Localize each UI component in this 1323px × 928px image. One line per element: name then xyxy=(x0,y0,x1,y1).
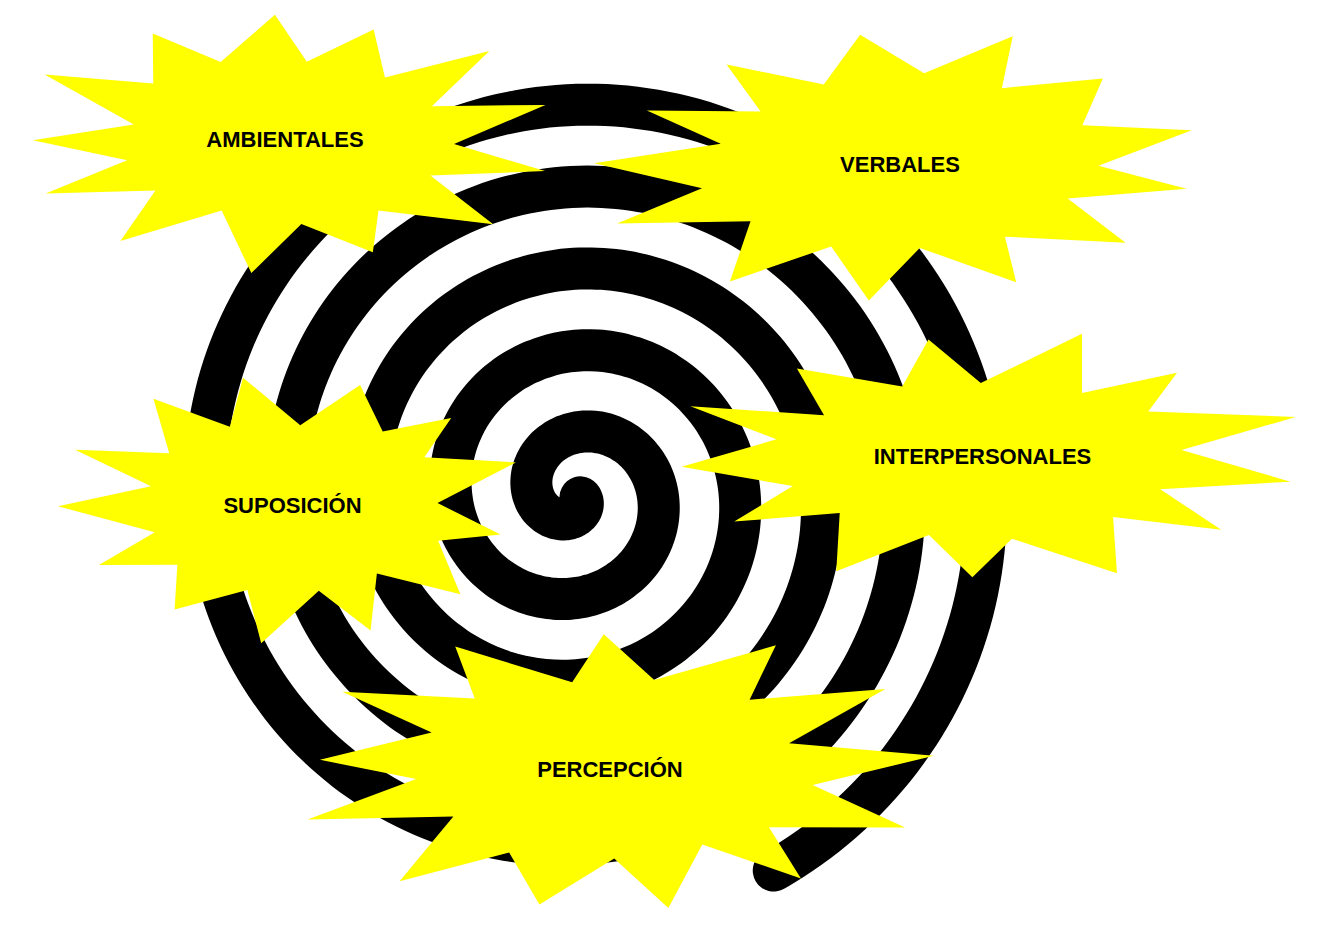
starburst-node: AMBIENTALES xyxy=(10,5,560,275)
node-label: INTERPERSONALES xyxy=(874,444,1092,470)
starburst-node: VERBALES xyxy=(575,20,1225,310)
starburst-fill xyxy=(33,15,546,273)
starburst-node: SUPOSICIÓN xyxy=(45,362,540,650)
starburst-node: PERCEPCIÓN xyxy=(280,620,940,920)
starburst-fill xyxy=(594,35,1192,301)
node-label: AMBIENTALES xyxy=(206,127,363,153)
starburst-fill xyxy=(58,378,516,643)
node-label: PERCEPCIÓN xyxy=(537,757,682,783)
starburst-fill xyxy=(308,634,934,908)
starburst-node: INTERPERSONALES xyxy=(650,325,1315,590)
node-label: SUPOSICIÓN xyxy=(223,493,361,519)
starburst-fill xyxy=(682,334,1296,578)
node-label: VERBALES xyxy=(840,152,960,178)
